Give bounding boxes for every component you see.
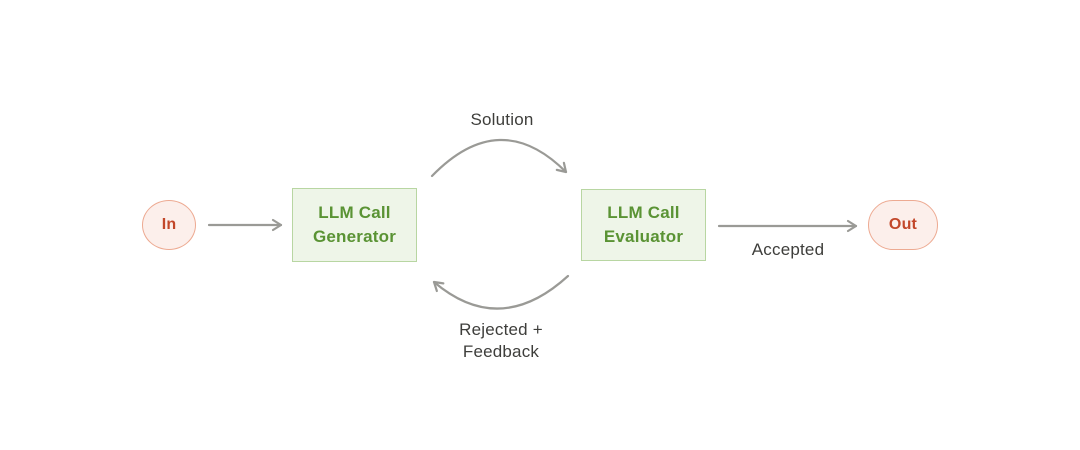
node-llm-call-generator-label: LLM Call Generator xyxy=(312,203,397,246)
node-llm-call-evaluator-label: LLM Call Evaluator xyxy=(603,203,684,246)
edge-rejected-arc xyxy=(432,274,570,310)
node-out: Out xyxy=(868,200,938,250)
node-llm-call-generator: LLM Call Generator xyxy=(292,188,417,262)
edge-solution-arc xyxy=(430,138,568,178)
node-llm-call-evaluator: LLM Call Evaluator xyxy=(581,189,706,261)
node-in-label: In xyxy=(161,216,177,233)
node-in: In xyxy=(142,200,196,250)
edge-label-accepted: Accepted xyxy=(751,240,825,259)
edge-label-rejected-feedback: Rejected + Feedback xyxy=(459,320,543,361)
node-out-label: Out xyxy=(888,216,918,233)
edge-label-solution: Solution xyxy=(470,110,534,129)
